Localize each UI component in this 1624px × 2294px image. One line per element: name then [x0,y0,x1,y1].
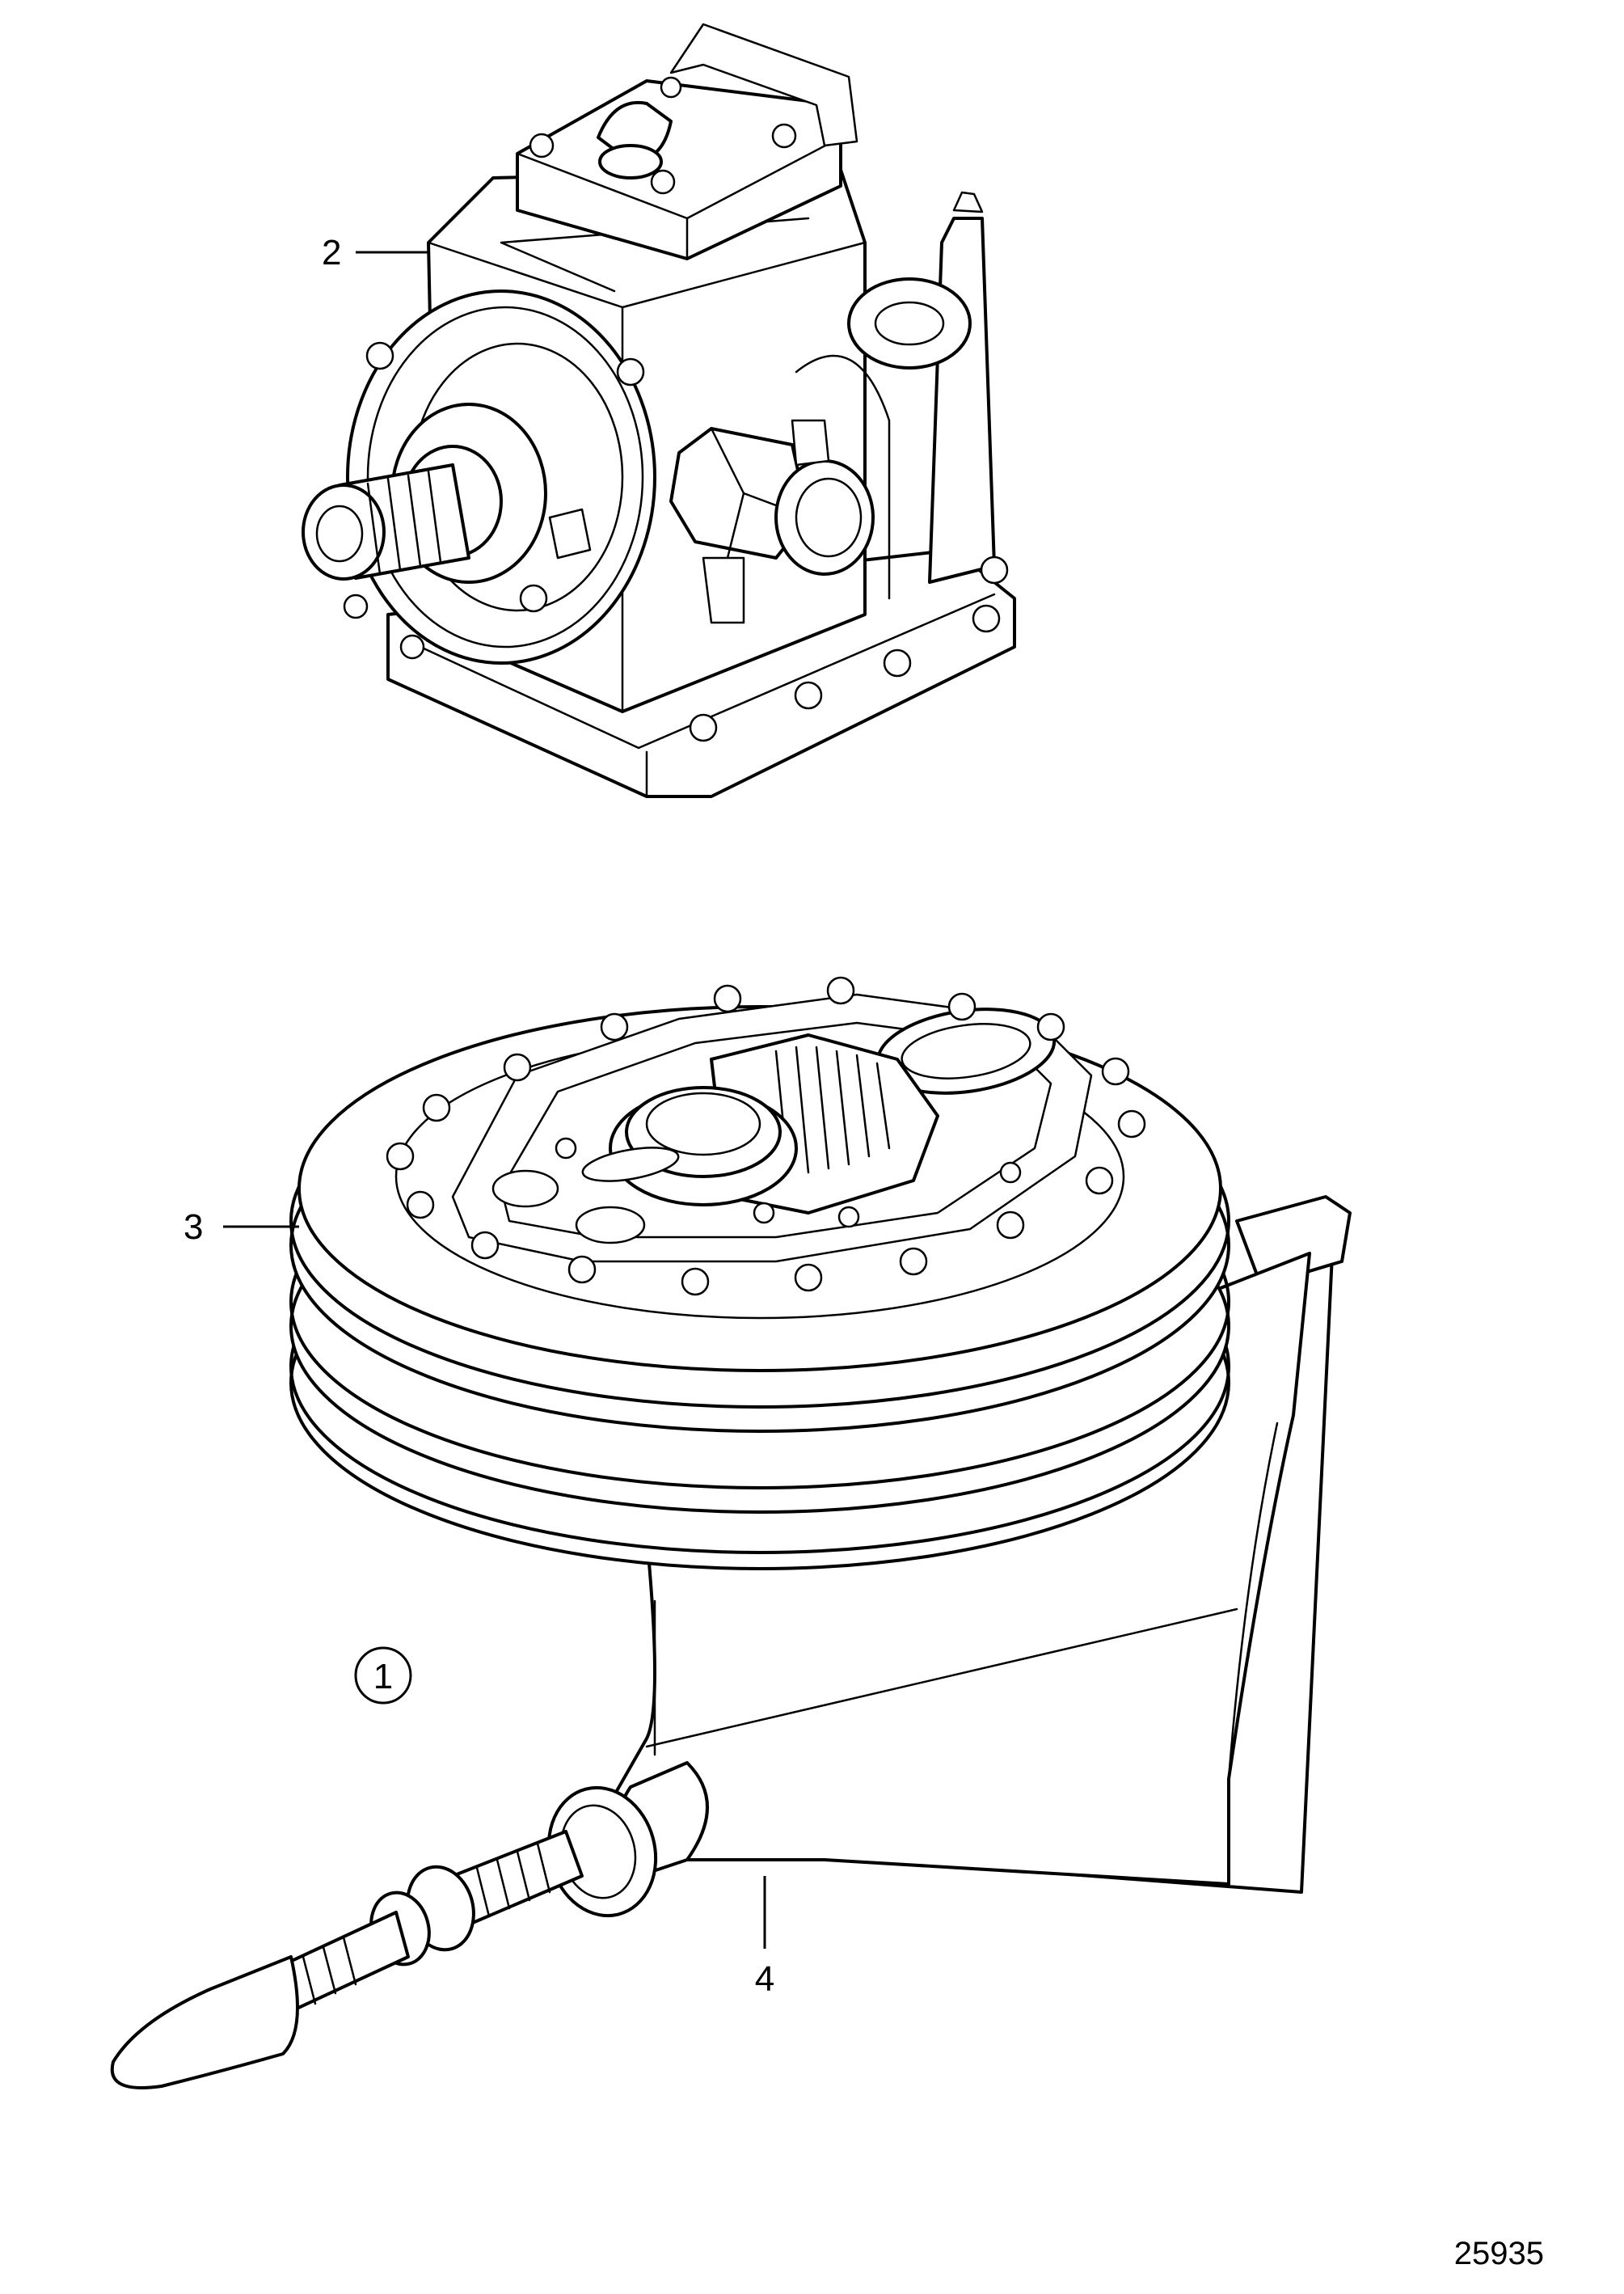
flange-bolts [386,976,1146,1296]
nose-cone [110,1955,299,2089]
lower-drive-unit [110,976,1352,2089]
callout-3: 3 [183,1207,299,1247]
callout-label-4: 4 [755,1959,774,1999]
figure-number: 25935 [1454,2236,1544,2271]
callout-label-2: 2 [322,233,341,272]
upper-gearbox [302,23,1016,798]
callout-4: 4 [755,1876,774,1999]
callout-circle-1 [354,1646,412,1705]
vertical-pipe [928,217,996,584]
callout-2: 2 [322,233,428,272]
gearbox-top-cover [516,79,842,260]
callout-1: 1 [354,1646,412,1705]
callout-label-1: 1 [373,1657,393,1696]
callout-label-3: 3 [183,1207,203,1247]
